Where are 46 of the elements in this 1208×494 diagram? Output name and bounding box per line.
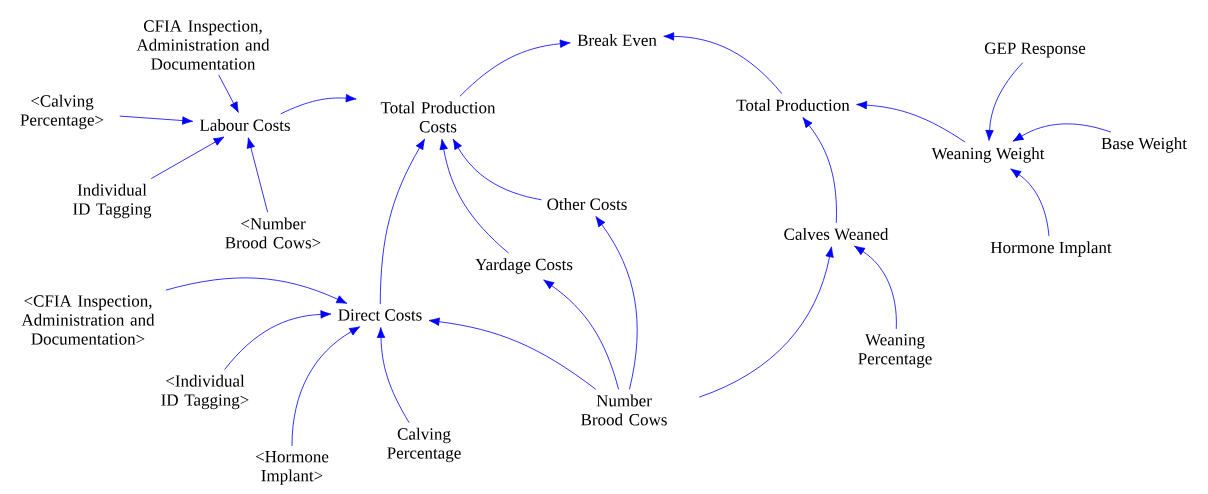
arrow [439,138,509,254]
variable-label: Hormone Implant [990,241,1112,257]
variable-label: <Calving Percentage> [20,94,104,130]
arrow [119,115,193,125]
variable-label: Number Brood Cows [581,394,667,426]
arrow [376,327,410,423]
arrow [459,39,571,97]
variable-label: CFIA Inspection, Administration and Documentation [136,20,270,70]
variable-label: Labour Costs [199,119,290,131]
arrow [291,326,361,447]
variable-label: <Number Brood Cows> [225,217,321,249]
arrow [663,32,783,95]
variable-label: Calving Percentage [387,427,461,463]
variable-label: Base Weight [1101,137,1187,153]
arrow [985,62,1024,141]
arrow [1010,168,1050,237]
arrow [165,277,348,304]
variable-label: Break Even [577,34,657,46]
arrow [246,137,269,213]
arrow [379,138,425,305]
arrow [150,136,225,179]
variable-label: Other Costs [547,198,627,210]
variable-label: Direct Costs [338,309,422,321]
arrow [595,216,638,390]
variable-label: Yardage Costs [475,258,573,274]
arrow [280,94,357,115]
arrow [854,245,897,330]
variable-label: Calves Weaned [784,227,889,240]
arrow [218,74,239,113]
variable-label: Total Production [736,99,850,111]
variable-label: Weaning Percentage [858,334,932,368]
arrow [224,310,332,370]
variable-label: <Individual ID Tagging> [161,374,249,410]
arrow [802,117,837,224]
arrow [856,100,966,143]
variable-label: GEP Response [984,42,1086,58]
variable-label: <Hormone Implant> [255,451,329,485]
arrow [428,317,597,390]
arrow [1012,123,1112,142]
arrow [452,138,542,201]
arrow [698,246,834,398]
variable-label: Total Production Costs [380,101,496,133]
variable-label: Individual ID Tagging [73,183,152,219]
variable-label: <CFIA Inspection, Administration and Documentation> [21,295,155,345]
arrow [543,279,619,390]
variable-label: Weaning Weight [931,147,1045,163]
